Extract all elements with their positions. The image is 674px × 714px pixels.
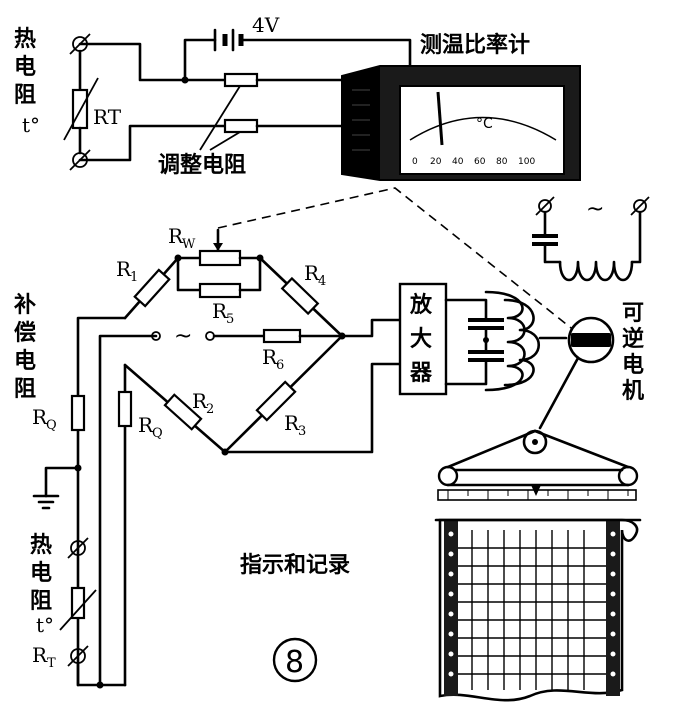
left-thermistor-char-3: 阻 [30,589,52,614]
meter-title: 测温比率计 [420,32,530,58]
r4-resistor [280,276,320,316]
adjust-resistor-label: 调整电阻 [158,152,246,178]
svg-text:4: 4 [318,274,326,289]
figure-number-text: 8 [285,645,304,680]
comp-char-3: 电 [14,349,36,374]
meter-scale-80: 80 [496,157,508,167]
r4-label: R [304,261,320,285]
indicator-recorder: 指示和记录 [240,429,642,702]
top-rt-label: RT [93,105,122,129]
motor-char-4: 机 [622,379,644,404]
meter-unit: °C [476,116,493,132]
indicator-pointer [531,485,541,496]
top-thermistor-char-2: 电 [14,55,36,80]
battery-label: 4V [252,13,280,37]
chart-grid [458,530,606,690]
motor-coil [558,260,634,282]
svg-text:2: 2 [206,402,214,417]
r6-resistor [262,328,302,344]
top-thermistor-arrow [63,77,99,141]
meter-scale-40: 40 [452,157,464,167]
amplifier: 放 大 器 [398,282,568,396]
comp-char-1: 补 [13,293,36,318]
left-thermistor-char-2: 电 [30,561,52,586]
meter-needle [436,91,444,146]
adjust-resistor-lower [223,118,259,134]
rq-right-resistor [117,390,133,428]
svg-text:Q: Q [152,426,163,441]
amplifier-char-1: 放 [409,292,433,318]
left-thermistor-char-1: 热 [30,532,52,558]
amplifier-box [398,282,448,396]
left-t-symbol: t° [36,613,54,637]
svg-text:T: T [47,656,56,671]
left-sensor-column: 补 偿 电 阻 R Q 热 电 阻 t° R T [13,293,102,687]
svg-text:1: 1 [130,270,138,285]
r5-resistor [198,282,242,299]
rw-label: R [168,224,184,248]
svg-text:3: 3 [298,424,306,439]
adjust-resistor-upper [223,72,259,88]
top-thermistor-circuit: 热 电 阻 t° RT 4V 调整电阻 [14,13,530,178]
rq-left-label: R [32,405,48,429]
left-terminal-upper [70,540,86,556]
svg-text:Q: Q [46,418,57,433]
r1-label: R [116,257,132,281]
figure-number: 8 [272,637,318,683]
r6-label: R [262,345,278,369]
amplifier-char-2: 大 [410,327,432,352]
rq-left-resistor [70,394,86,432]
reversible-motor: 可 逆 电 机 ~ [532,196,650,430]
rw-resistor [198,249,242,267]
meter-scale-20: 20 [430,157,442,167]
dashed-linkage [217,187,581,336]
rq-right-label: R [138,413,154,437]
top-thermistor-char-3: 阻 [14,83,36,108]
r5-label: R [212,299,228,323]
left-rt-label: R [32,643,48,667]
meter-scale-0: 0 [412,157,418,167]
r2-label: R [192,389,208,413]
motor-char-2: 逆 [622,326,644,352]
motor-char-3: 电 [622,353,644,378]
bridge-ac-symbol: ~ [174,324,192,349]
bridge-circuit: R W R 5 R 1 R 4 ~ R 6 R 3 [76,224,402,689]
motor-char-1: 可 [622,301,644,326]
motor-ac-symbol: ~ [586,197,604,222]
amp-coil [484,290,526,392]
meter-scale-100: 100 [518,157,535,167]
r3-resistor [255,380,297,422]
comp-char-4: 阻 [14,377,36,402]
comp-char-2: 偿 [14,320,36,346]
top-t-symbol: t° [22,113,40,137]
amplifier-char-3: 器 [409,361,433,386]
top-thermistor-char-1: 热 [14,26,36,52]
recorder-label: 指示和记录 [240,553,350,578]
r1-resistor [133,268,171,308]
ratio-meter: °C 0 20 40 60 80 100 [341,65,581,181]
svg-text:5: 5 [226,312,234,327]
meter-scale-60: 60 [474,157,486,167]
svg-text:W: W [182,237,196,252]
r2-resistor [163,393,203,431]
r3-label: R [284,411,300,435]
svg-text:6: 6 [276,358,284,373]
